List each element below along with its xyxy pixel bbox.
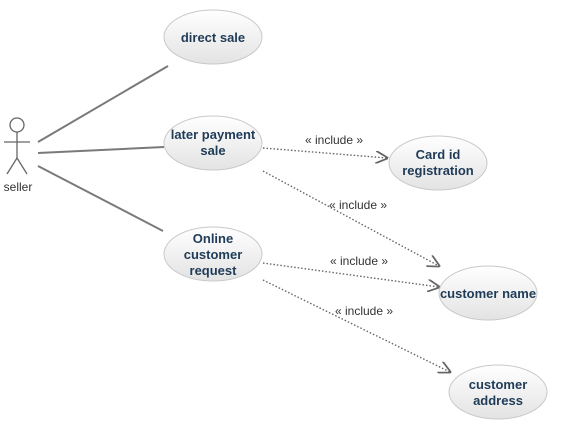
use-case-label-line: customer (184, 247, 243, 262)
include-label: « include » (329, 198, 387, 212)
use-case-label-line: address (473, 393, 523, 408)
include-label: « include » (305, 133, 363, 147)
use-case-direct-sale[interactable]: direct sale (163, 9, 263, 65)
actor-left-leg (6, 157, 18, 175)
association-later-payment-sale (37, 146, 165, 154)
use-case-label-line: later payment (171, 127, 256, 142)
include-arrow-card-id (262, 147, 387, 158)
use-case-label: customer name (440, 286, 536, 301)
use-case-label-line: registration (402, 163, 474, 178)
use-case-customer-address[interactable]: customer address (448, 364, 548, 420)
use-case-card-id-registration[interactable]: Card id registration (388, 135, 488, 191)
actor-seller[interactable]: seller (4, 117, 33, 194)
use-case-customer-name[interactable]: customer name (438, 265, 538, 321)
include-arrow-customer-address (262, 279, 450, 372)
use-case-label-line: sale (200, 143, 225, 158)
use-case-ellipse (163, 115, 263, 171)
use-case-ellipse (388, 135, 488, 191)
use-case-ellipse (163, 226, 263, 282)
actor-label: seller (4, 180, 33, 194)
include-label: « include » (330, 254, 388, 268)
use-case-label-line: request (190, 263, 238, 278)
use-case-label-line: Online (193, 231, 233, 246)
association-online-customer-request (37, 165, 164, 232)
use-case-label-line: Card id (416, 147, 461, 162)
include-arrow-customer-name-from-online (262, 262, 439, 287)
use-case-later-payment-sale[interactable]: later payment sale (163, 115, 263, 171)
use-case-online-customer-request[interactable]: Online customer request (163, 226, 263, 282)
use-case-label: direct sale (181, 30, 245, 45)
actor-head (9, 117, 25, 133)
actor-right-leg (16, 157, 28, 175)
use-case-ellipse (448, 364, 548, 420)
use-case-ellipse (163, 9, 263, 65)
include-label: « include » (335, 304, 393, 318)
use-case-ellipse (438, 265, 538, 321)
use-case-label-line: customer (469, 377, 528, 392)
association-direct-sale (37, 65, 169, 143)
